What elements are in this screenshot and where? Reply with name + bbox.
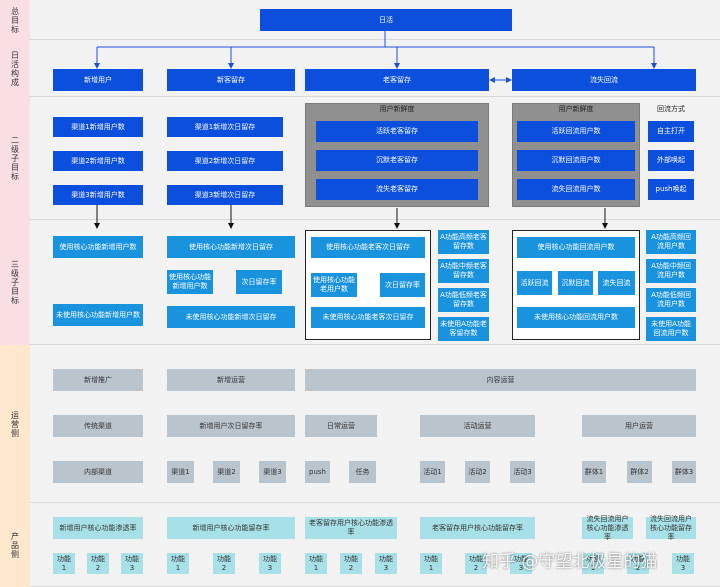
core-new-d1-retention: 使用核心功能新增次日留存 (167, 236, 295, 258)
ops-group3: 群体3 (672, 461, 696, 483)
ops-group1: 群体1 (582, 461, 606, 483)
core-old-d1-retention: 使用核心功能老客次日留存 (311, 237, 425, 258)
a-mid-old-retention: A功能中频老客留存数 (438, 259, 489, 283)
a-high-return-users: A功能高频回流用户数 (646, 230, 696, 254)
old-retention-box: 老客留存 (305, 69, 489, 91)
row-label-level3: 三级子目标 (0, 220, 30, 345)
no-a-return-users: 未使用A功能回流用户数 (646, 317, 696, 341)
noncore-new-d1-retention: 未使用核心功能新增次日留存 (167, 306, 295, 328)
row-label-operations: 运营侧 (0, 345, 30, 503)
return-method-title: 回流方式 (657, 105, 685, 113)
old-core-retention: 老客留存用户核心功能留存率 (420, 517, 535, 539)
ops-channel2: 渠道2 (213, 461, 240, 483)
new-feature2: 功能2 (87, 553, 109, 574)
internal-channel: 内部渠道 (53, 461, 143, 483)
retention-feature2: 功能2 (213, 553, 235, 574)
new-promotion: 新增推广 (53, 369, 143, 391)
a-high-old-retention: A功能高频老客留存数 (438, 230, 489, 254)
row-label-goal: 总目标 (0, 0, 30, 40)
a-low-return-users: A功能低频回流用户数 (646, 288, 696, 312)
new-retention-box: 新客留存 (167, 69, 295, 91)
external-wake-box: 外部唤起 (648, 150, 694, 171)
old-freshness-title: 用户新鲜度 (379, 105, 415, 113)
active-return-tag: 活跃回流 (517, 271, 552, 295)
ops-event2: 活动2 (465, 461, 490, 483)
new-d1-rate: 次日留存率 (236, 270, 282, 294)
old-pen-feature2: 功能2 (340, 553, 362, 574)
noncore-old-d1-retention: 未使用核心功能老客次日留存 (311, 307, 425, 328)
a-low-old-retention: A功能低频老客留存数 (438, 288, 489, 312)
active-old-retention: 活跃老客留存 (316, 121, 478, 142)
a-mid-return-users: A功能中频回流用户数 (646, 259, 696, 283)
core-new-user-count: 使用核心功能新增用户数 (167, 270, 213, 294)
new-operations: 新增运营 (167, 369, 295, 391)
traditional-channel: 传统渠道 (53, 415, 143, 437)
new-core-retention: 新增用户核心功能留存率 (167, 517, 295, 539)
ops-channel1: 渠道1 (167, 461, 194, 483)
push-wake-box: push唤起 (648, 179, 694, 200)
old-pen-feature3: 功能3 (375, 553, 397, 574)
active-return-users: 活跃回流用户数 (517, 121, 635, 142)
self-open-box: 自主打开 (648, 121, 694, 142)
return-freshness-title: 用户新鲜度 (558, 105, 594, 113)
new-core-penetration: 新增用户核心功能渗透率 (53, 517, 143, 539)
retention-feature3: 功能3 (259, 553, 281, 574)
churn-core-penetration: 流失回流用户核心功能渗透率 (582, 515, 633, 541)
churn-pen-feature2: 功能2 (627, 553, 649, 574)
lost-return-tag: 流失回流 (598, 271, 635, 295)
new-feature1: 功能1 (53, 553, 75, 574)
watermark: 知乎 @守望北极星的猫 (482, 552, 658, 572)
new-feature3: 功能3 (121, 553, 143, 574)
channel3-new-users: 渠道3新增用户数 (53, 185, 143, 205)
no-a-old-retention: 未使用A功能老客留存数 (438, 317, 489, 341)
core-new-users: 使用核心功能新增用户数 (53, 236, 143, 258)
old-ret-feature2: 功能2 (465, 553, 487, 574)
row-label-dau: 日活构成 (0, 40, 30, 97)
channel2-d1-retention: 渠道2新增次日留存 (167, 151, 283, 171)
user-operations: 用户运营 (582, 415, 696, 437)
lost-return-users: 流失回流用户数 (517, 179, 635, 200)
ops-group2: 群体2 (627, 461, 652, 483)
channel1-d1-retention: 渠道1新增次日留存 (167, 117, 283, 137)
event-operations: 活动运营 (420, 415, 535, 437)
ops-event1: 活动1 (420, 461, 445, 483)
silent-return-users: 沉默回流用户数 (517, 150, 635, 171)
channel1-new-users: 渠道1新增用户数 (53, 117, 143, 137)
channel2-new-users: 渠道2新增用户数 (53, 151, 143, 171)
noncore-return-users: 未使用核心功能回流用户数 (517, 307, 635, 328)
old-ret-feature3: 功能3 (510, 553, 532, 574)
churn-pen-feature1: 功能1 (582, 553, 604, 574)
churn-return-box: 流失回流 (512, 69, 696, 91)
silent-return-tag: 沉默回流 (558, 271, 593, 295)
ops-task: 任务 (349, 461, 376, 483)
core-old-user-count: 使用核心功能老用户数 (311, 273, 357, 297)
new-user-d1-rate: 新增用户次日留存率 (167, 415, 295, 437)
old-d1-rate: 次日留存率 (380, 273, 425, 297)
churn-pen-feature3: 功能3 (672, 553, 694, 574)
old-pen-feature1: 功能1 (305, 553, 327, 574)
noncore-new-users: 未使用核心功能新增用户数 (53, 304, 143, 326)
ops-event3: 活动3 (510, 461, 535, 483)
old-ret-feature1: 功能1 (420, 553, 442, 574)
ops-channel3: 渠道3 (259, 461, 286, 483)
old-core-penetration: 老客留存用户核心功能渗透率 (305, 517, 397, 539)
silent-old-retention: 沉默老客留存 (316, 150, 478, 171)
ops-push: push (305, 461, 330, 483)
row-label-level2: 二级子目标 (0, 97, 30, 220)
channel3-d1-retention: 渠道3新增次日留存 (167, 185, 283, 205)
new-users-box: 新增用户 (53, 69, 143, 91)
retention-feature1: 功能1 (167, 553, 189, 574)
lost-old-retention: 流失老客留存 (316, 179, 478, 200)
content-operations: 内容运营 (305, 369, 696, 391)
churn-core-retention: 流失回流用户核心功能留存率 (646, 515, 696, 541)
core-return-users: 使用核心功能回流用户数 (517, 237, 635, 258)
daily-operations: 日常运营 (305, 415, 377, 437)
row-label-product: 产品侧 (0, 503, 30, 587)
dau-box: 日活 (260, 9, 512, 31)
